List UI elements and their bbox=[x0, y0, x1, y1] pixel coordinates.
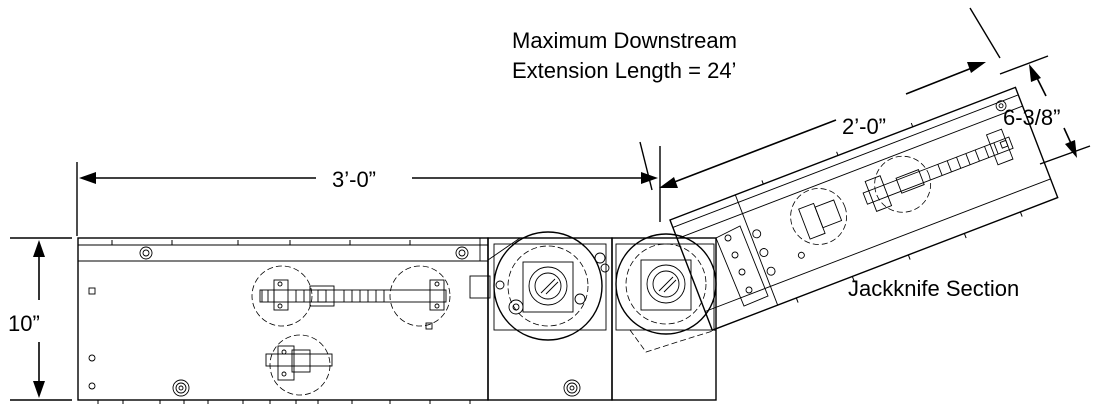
title-line-1: Maximum Downstream bbox=[512, 28, 737, 53]
dim-label-jack-length: 2’-0” bbox=[842, 114, 886, 139]
bolt-icon bbox=[172, 379, 190, 397]
bolt-icon bbox=[563, 379, 581, 397]
take-up-assembly bbox=[251, 265, 451, 327]
pulley-right bbox=[615, 233, 717, 335]
dimension-height bbox=[10, 237, 72, 401]
title-line-2: Extension Length = 24’ bbox=[512, 58, 736, 83]
bolt-icon bbox=[455, 246, 469, 260]
dimension-jack-width bbox=[999, 55, 1091, 165]
jackknife-section bbox=[669, 86, 1059, 332]
pulley-housing-left bbox=[469, 231, 613, 401]
bottom-ticks bbox=[97, 400, 471, 404]
hinge-plate bbox=[715, 225, 769, 307]
idler-bracket bbox=[265, 334, 333, 396]
pulley-housing-right bbox=[611, 233, 717, 401]
main-section bbox=[77, 237, 581, 404]
dim-label-height: 10” bbox=[8, 311, 40, 336]
bolt-icon bbox=[995, 100, 1007, 112]
dimension-jack-length bbox=[639, 7, 1001, 191]
dim-label-main-length: 3’-0” bbox=[332, 167, 376, 192]
bolt-icon bbox=[139, 246, 153, 260]
top-rivets bbox=[111, 240, 411, 245]
dim-label-jack-width: 6-3/8” bbox=[1003, 105, 1060, 130]
jackknife-section-label: Jackknife Section bbox=[848, 276, 1019, 301]
pulley-left bbox=[493, 231, 603, 341]
